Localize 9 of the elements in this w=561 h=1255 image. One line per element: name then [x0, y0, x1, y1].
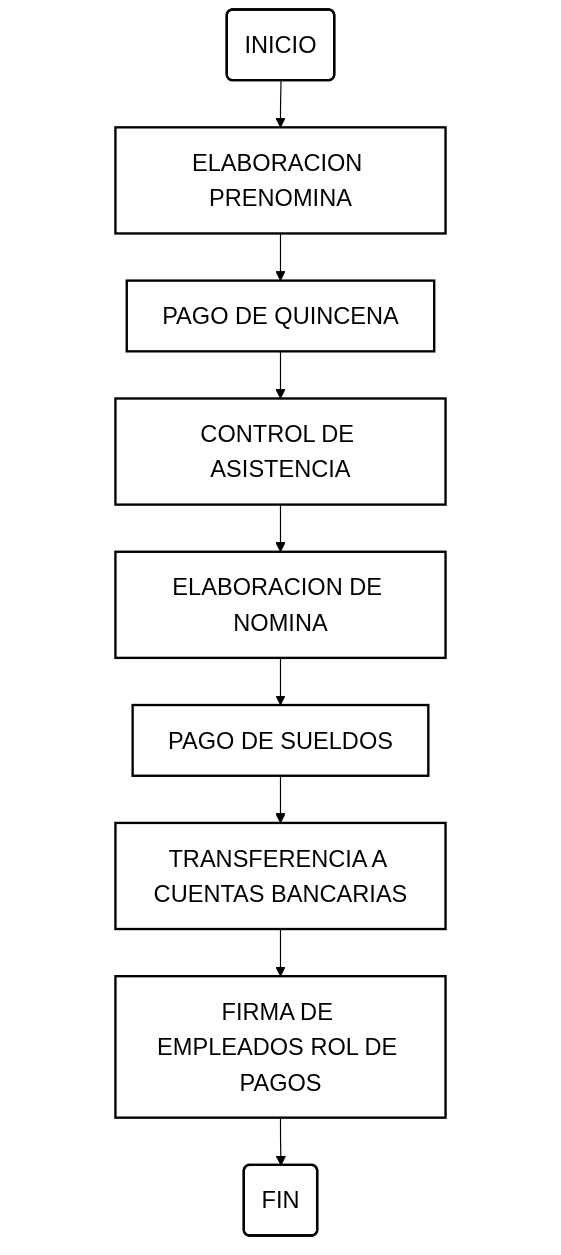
- node-box: ELABORACION DE NOMINA: [114, 550, 447, 660]
- node-box: PAGO DE QUINCENA: [125, 279, 436, 353]
- arrow: [275, 657, 286, 706]
- node-box: FIRMA DE EMPLEADOS ROL DE PAGOS: [114, 975, 447, 1119]
- node-box: PAGO DE SUELDOS: [131, 703, 430, 777]
- node-box: ELABORACION PRENOMINA: [114, 126, 447, 235]
- arrow: [275, 80, 286, 128]
- node-box: TRANSFERENCIA A CUENTAS BANCARIAS: [114, 821, 447, 931]
- node-box: CONTROL DE ASISTENCIA: [114, 397, 447, 506]
